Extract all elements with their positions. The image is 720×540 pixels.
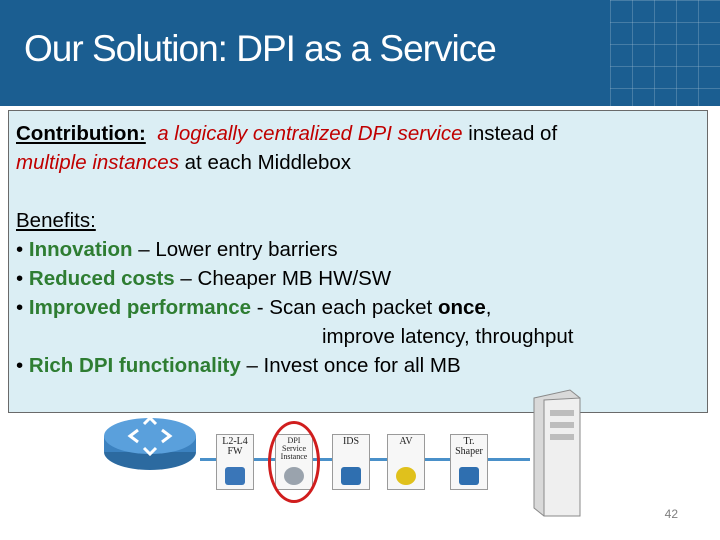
bullet-dot: • bbox=[16, 354, 24, 377]
biohazard-icon bbox=[396, 467, 416, 485]
shaper-icon bbox=[459, 467, 479, 485]
contribution-mid: instead of bbox=[462, 122, 558, 145]
benefit-item: • Rich DPI functionality – Invest once f… bbox=[16, 351, 699, 380]
middlebox-label: AV bbox=[399, 436, 413, 447]
benefit-item: • Innovation – Lower entry barriers bbox=[16, 235, 699, 264]
contribution-line: Contribution: a logically centralized DP… bbox=[16, 119, 699, 177]
benefit-text: – Lower entry barriers bbox=[132, 238, 338, 261]
contribution-end: at each Middlebox bbox=[178, 151, 352, 174]
benefit-tail: , bbox=[485, 296, 492, 319]
page-number: 42 bbox=[664, 507, 678, 521]
benefit-title: Reduced costs bbox=[28, 267, 175, 290]
title-bar: Our Solution: DPI as a Service bbox=[0, 0, 720, 106]
firewall-icon bbox=[225, 467, 245, 485]
benefits-label: Benefits: bbox=[16, 209, 96, 232]
bullet-dot: • bbox=[16, 238, 24, 261]
server-icon bbox=[533, 389, 581, 517]
middlebox-label: IDS bbox=[342, 436, 360, 447]
benefit-text: - Scan each packet bbox=[251, 296, 438, 319]
contribution-emphasis-1: a logically centralized DPI service bbox=[157, 122, 463, 145]
middlebox-shaper: Tr. Shaper bbox=[450, 434, 488, 490]
benefit-title: Improved performance bbox=[28, 296, 252, 319]
benefit-continuation: improve latency, throughput bbox=[322, 325, 574, 348]
ids-icon bbox=[341, 467, 361, 485]
network-diagram: L2-L4 FW DPI Service Instance IDS AV Tr.… bbox=[90, 372, 710, 522]
benefit-text: – Invest once for all MB bbox=[240, 354, 461, 377]
benefit-item: • Improved performance - Scan each packe… bbox=[16, 293, 699, 322]
contribution-label: Contribution: bbox=[16, 122, 146, 145]
middlebox-fw: L2-L4 FW bbox=[216, 434, 254, 490]
content-box: Contribution: a logically centralized DP… bbox=[8, 110, 708, 413]
bullet-dot: • bbox=[16, 296, 24, 319]
benefit-bold: once bbox=[437, 296, 486, 319]
benefit-item: • Reduced costs – Cheaper MB HW/SW bbox=[16, 264, 699, 293]
benefit-text: – Cheaper MB HW/SW bbox=[174, 267, 392, 290]
middlebox-ids: IDS bbox=[332, 434, 370, 490]
router-icon bbox=[104, 416, 196, 470]
bullet-dot: • bbox=[16, 267, 24, 290]
benefit-title: Innovation bbox=[28, 238, 133, 261]
middlebox-av: AV bbox=[387, 434, 425, 490]
middlebox-label: L2-L4 FW bbox=[222, 436, 248, 457]
middlebox-label: Tr. Shaper bbox=[455, 436, 483, 457]
header-grid-decoration bbox=[610, 0, 720, 106]
benefit-title: Rich DPI functionality bbox=[28, 354, 241, 377]
slide-title: Our Solution: DPI as a Service bbox=[24, 28, 497, 69]
contribution-emphasis-2: multiple instances bbox=[16, 151, 179, 174]
dpi-highlight-circle bbox=[268, 421, 320, 503]
